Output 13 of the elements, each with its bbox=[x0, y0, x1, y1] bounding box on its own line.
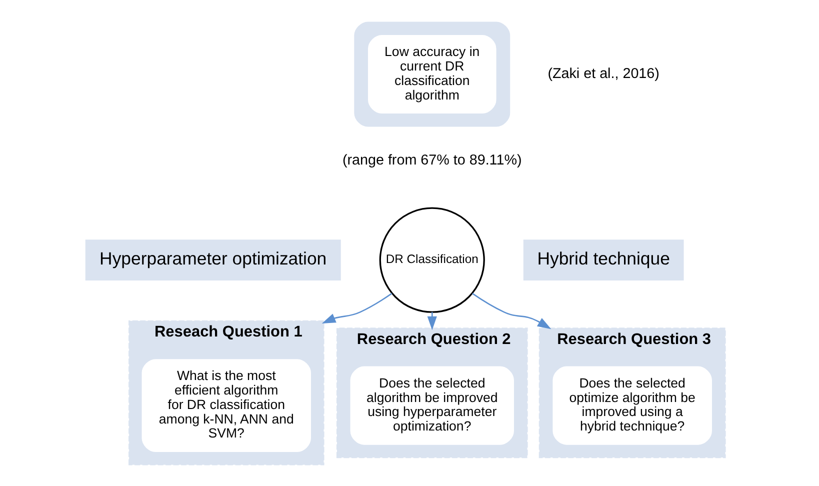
label: (Zaki et al., 2016) bbox=[547, 66, 659, 82]
node-box: Low accuracy in current DR classification algorithm bbox=[367, 34, 496, 114]
cluster bbox=[354, 21, 510, 126]
node-box: Does the selected algorithm be improved using hyperparameter optimization? bbox=[350, 366, 514, 444]
node-box: Hybrid technique bbox=[522, 239, 684, 280]
arrow bbox=[321, 292, 392, 323]
arrow bbox=[472, 292, 551, 329]
node-box: Does the selected optimize algorithm be improved using a hybrid technique? bbox=[552, 366, 712, 444]
node-circle: DR Classification bbox=[378, 206, 484, 312]
arrow bbox=[426, 312, 436, 330]
label: (range from 67% to 89.11%) bbox=[342, 152, 522, 168]
node-box: What is the most efficient algorithm for DR classification among k-NN, ANN and SVM? bbox=[141, 358, 310, 452]
node-box: Hyperparameter optimization bbox=[84, 239, 340, 280]
